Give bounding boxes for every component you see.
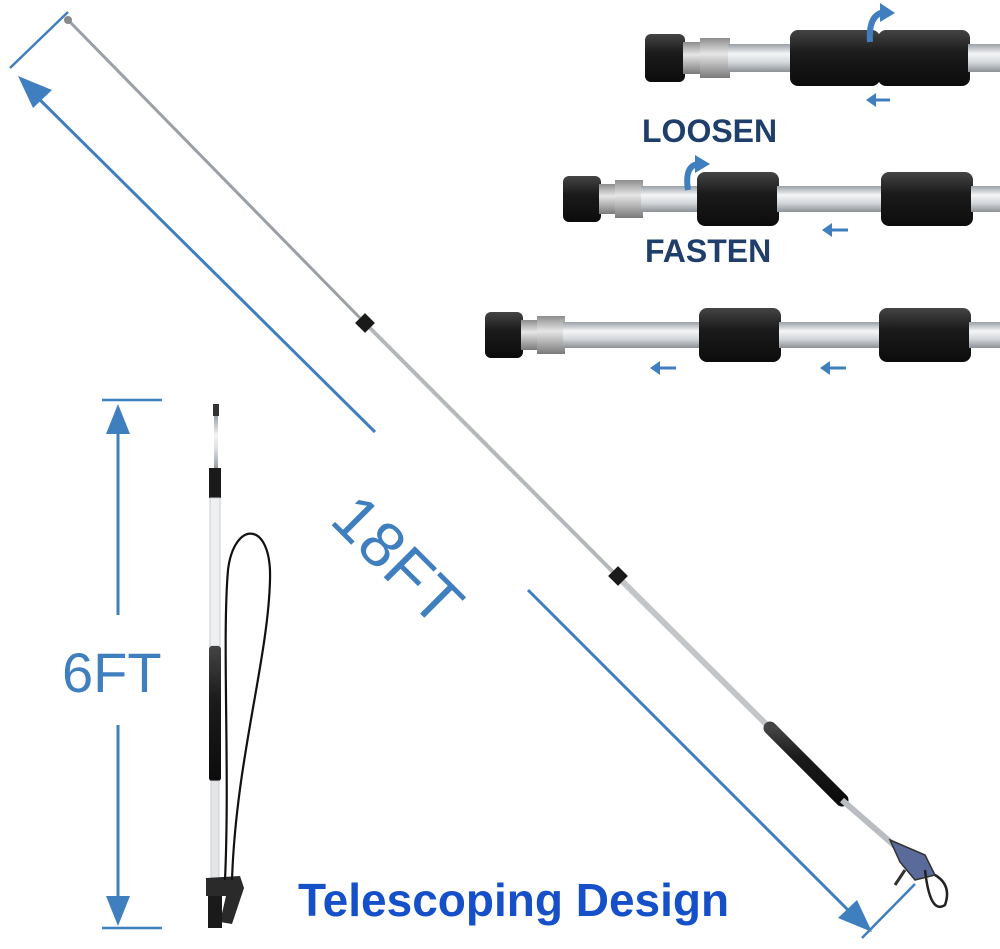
length-collapsed-label: 6FT <box>62 641 162 704</box>
detail-extended <box>485 308 1000 375</box>
caption-title: Telescoping Design <box>298 874 730 926</box>
left-arrow-icon <box>820 361 830 375</box>
collapsed-pole <box>206 404 272 928</box>
left-arrow-icon <box>822 223 832 237</box>
dimension-line-6ft <box>102 398 162 930</box>
left-arrow-icon <box>650 361 660 375</box>
detail-loosen <box>645 3 1000 107</box>
left-arrow-icon <box>866 93 876 107</box>
extended-pole <box>64 16 949 908</box>
detail-fasten <box>563 155 1000 237</box>
loosen-label: LOOSEN <box>642 113 778 149</box>
fasten-label: FASTEN <box>645 233 772 269</box>
hose <box>223 532 272 881</box>
dimension-line-18ft <box>9 11 916 939</box>
